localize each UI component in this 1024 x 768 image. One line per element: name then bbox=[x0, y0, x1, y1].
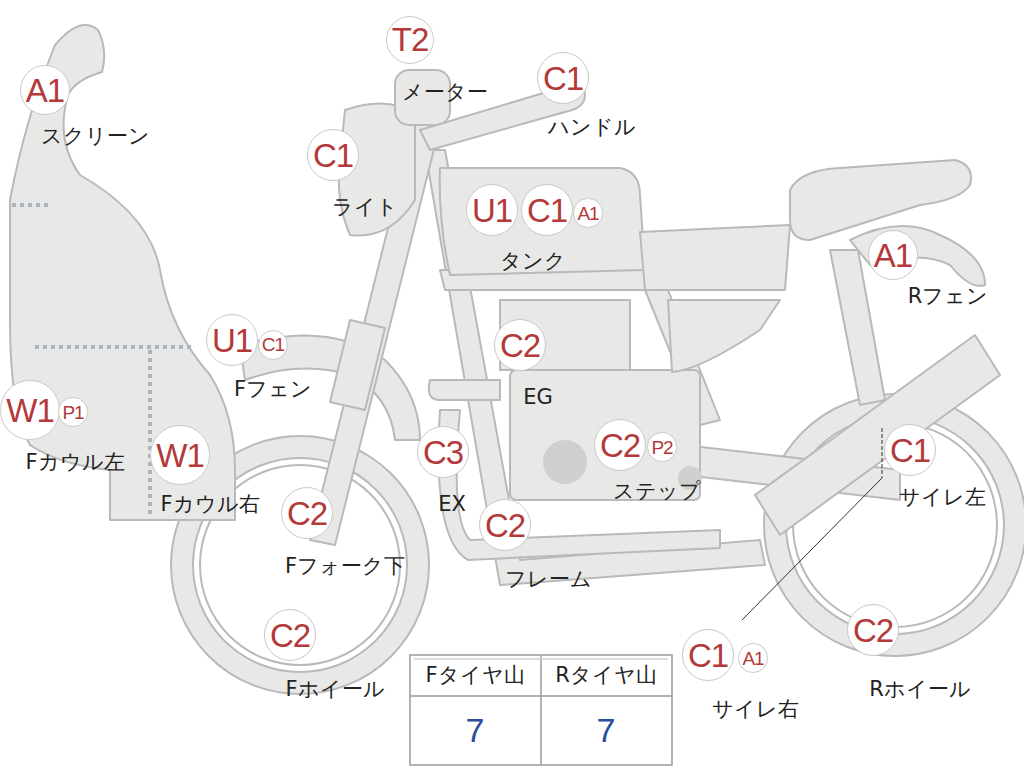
rear-fender bbox=[850, 226, 985, 286]
damage-code: P2 bbox=[651, 438, 672, 457]
fork-guard bbox=[330, 320, 385, 410]
damage-code: U1 bbox=[212, 324, 252, 357]
damage-code-circle: T2 bbox=[386, 16, 435, 65]
damage-code-circle: C3 bbox=[417, 426, 469, 478]
damage-code-circle: C2 bbox=[264, 609, 316, 661]
exhaust-header bbox=[429, 380, 500, 400]
engine-top bbox=[500, 300, 630, 370]
damage-code: C1 bbox=[890, 434, 930, 467]
small-damage-code: A1 bbox=[738, 643, 767, 672]
damage-code-circle: C1 bbox=[884, 424, 936, 476]
damage-code: C1 bbox=[313, 139, 353, 172]
tire-table bbox=[410, 655, 672, 765]
leader-line bbox=[882, 428, 883, 478]
part-name: サイレ左 bbox=[899, 486, 986, 509]
damage-code-circle: C1 bbox=[682, 629, 734, 681]
table-rule bbox=[414, 658, 668, 660]
cowl-divider bbox=[148, 350, 152, 518]
damage-code-circle: C2 bbox=[494, 319, 546, 371]
part-name: ライト bbox=[332, 196, 398, 219]
damage-code: A1 bbox=[874, 239, 912, 272]
damage-code: C2 bbox=[485, 509, 525, 542]
damage-code-circle: A1 bbox=[20, 65, 70, 115]
table-cell: Rタイヤ山 bbox=[555, 664, 657, 687]
damage-code-circle: C2 bbox=[281, 487, 333, 539]
damage-code: W1 bbox=[156, 439, 204, 472]
part-name: Rフェン bbox=[908, 285, 989, 308]
part-name: EG bbox=[523, 386, 553, 409]
leader-line bbox=[742, 478, 882, 620]
damage-code-circle: C2 bbox=[594, 419, 646, 471]
table-cell: 7 bbox=[597, 712, 616, 749]
damage-code: A1 bbox=[742, 649, 763, 668]
damage-code: C1 bbox=[262, 335, 284, 354]
part-name: Fカウル左 bbox=[25, 451, 124, 474]
small-damage-code: P1 bbox=[58, 397, 87, 426]
part-name: Fカウル右 bbox=[160, 493, 259, 516]
damage-code: C1 bbox=[543, 62, 583, 95]
damage-code: P1 bbox=[62, 403, 83, 422]
damage-code-circle: C2 bbox=[479, 499, 531, 551]
frame-lower bbox=[425, 150, 765, 585]
part-name: フレーム bbox=[505, 568, 592, 591]
damage-code: W1 bbox=[6, 394, 54, 427]
rear-wheel-edge bbox=[775, 405, 1015, 645]
part-name: ステップ bbox=[613, 480, 701, 503]
table-cell: 7 bbox=[466, 712, 485, 749]
part-name: スクリーン bbox=[41, 125, 150, 148]
damage-code-circle: C1 bbox=[521, 184, 573, 236]
rear-wheel bbox=[775, 405, 1015, 645]
side-cover bbox=[668, 300, 780, 372]
fuel-tank bbox=[440, 168, 645, 275]
damage-code: C2 bbox=[500, 329, 540, 362]
cowl-divider bbox=[12, 203, 48, 207]
part-name: EX bbox=[438, 493, 466, 516]
part-name: Fフォーク下 bbox=[285, 555, 405, 578]
part-name: メーター bbox=[402, 81, 488, 104]
table-cell: Fタイヤ山 bbox=[425, 664, 524, 687]
damage-code-circle: U1 bbox=[206, 314, 258, 366]
table-rule bbox=[540, 655, 542, 765]
damage-code-circle: A1 bbox=[868, 230, 918, 280]
damage-code-circle: C1 bbox=[307, 129, 359, 181]
damage-code: C2 bbox=[270, 619, 310, 652]
damage-code: A1 bbox=[577, 204, 598, 223]
engine-cover bbox=[543, 440, 587, 484]
part-name: Fホイール bbox=[285, 678, 384, 701]
small-damage-code: P2 bbox=[647, 432, 676, 461]
damage-code: C2 bbox=[600, 429, 640, 462]
damage-code: A1 bbox=[26, 74, 64, 107]
part-name: サイレ右 bbox=[712, 698, 799, 721]
part-name: ハンドル bbox=[548, 116, 636, 139]
damage-code-circle: U1 bbox=[466, 184, 518, 236]
part-name: タンク bbox=[500, 250, 566, 273]
front-cowl bbox=[10, 25, 235, 520]
damage-code: T2 bbox=[392, 23, 429, 56]
damage-code: C3 bbox=[423, 436, 463, 469]
small-damage-code: A1 bbox=[573, 198, 602, 227]
seat bbox=[640, 225, 790, 290]
small-damage-code: C1 bbox=[258, 330, 288, 360]
damage-code-circle: W1 bbox=[150, 425, 210, 485]
muffler bbox=[755, 335, 1000, 535]
damage-code: C1 bbox=[688, 639, 728, 672]
damage-code-circle: C2 bbox=[847, 604, 899, 656]
cowl-divider bbox=[35, 345, 195, 349]
part-name: Fフェン bbox=[234, 378, 312, 401]
damage-code: C2 bbox=[853, 614, 893, 647]
damage-code: C2 bbox=[287, 497, 327, 530]
part-name: Rホイール bbox=[869, 678, 971, 701]
damage-code: U1 bbox=[472, 194, 512, 227]
damage-code-circle: W1 bbox=[0, 380, 60, 440]
damage-code-circle: C1 bbox=[537, 52, 589, 104]
damage-code: C1 bbox=[527, 194, 567, 227]
